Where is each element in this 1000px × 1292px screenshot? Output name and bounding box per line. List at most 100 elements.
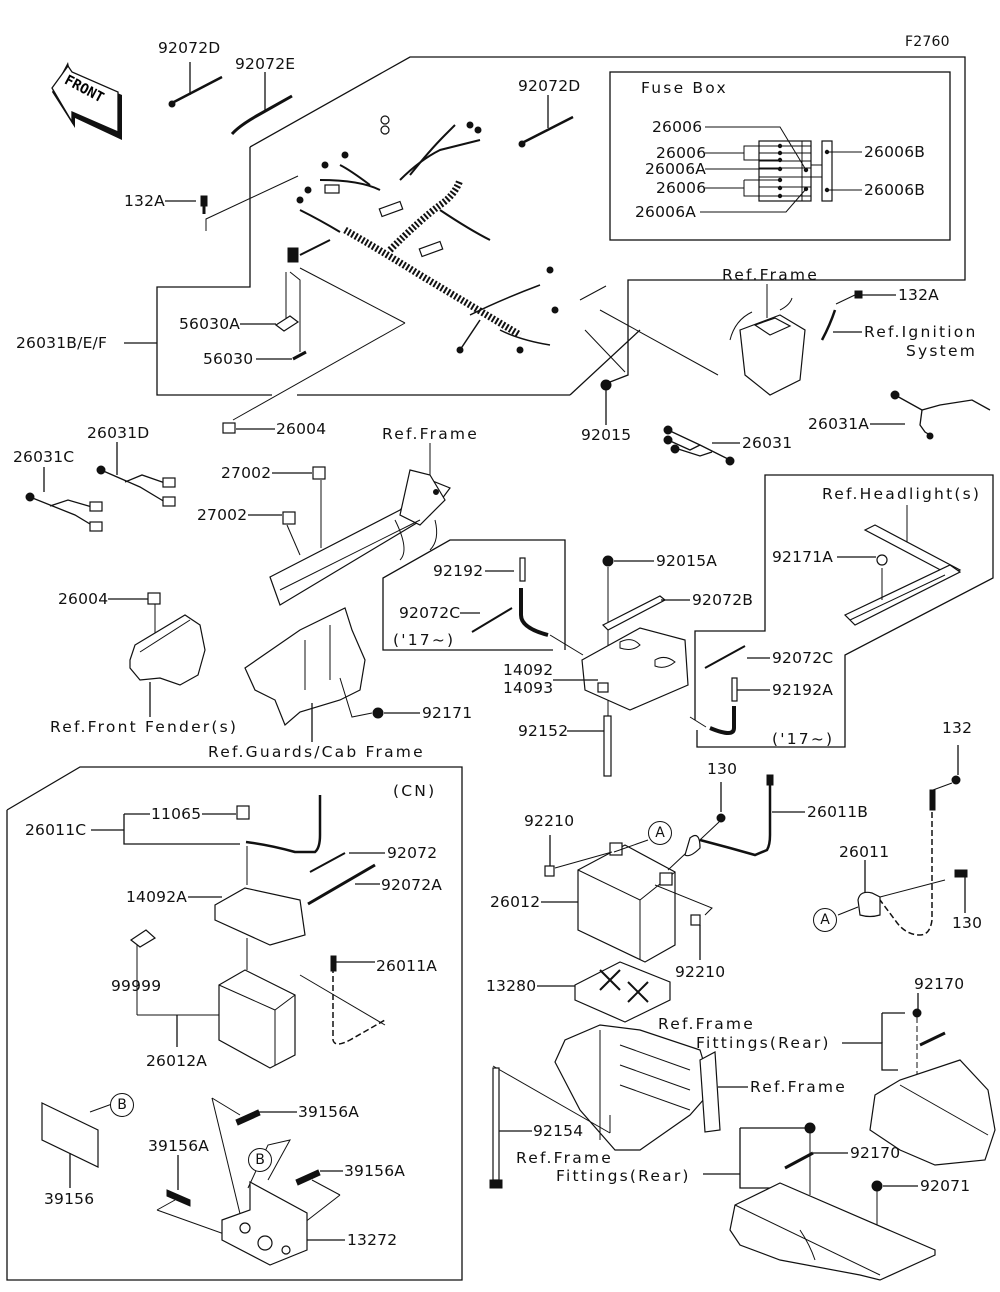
part-label-26031BEF[interactable]: 26031B/E/F — [16, 334, 108, 352]
part-label-92210[interactable]: 92210 — [675, 963, 726, 981]
fuse-label-26006A[interactable]: 26006A — [645, 160, 707, 178]
connector-26004-bottom — [108, 592, 161, 640]
ref-frame-battery-bay — [554, 1024, 748, 1151]
part-label-92192[interactable]: 92192 — [433, 562, 484, 580]
part-label-26031C[interactable]: 26031C — [13, 448, 75, 466]
part-label-92171[interactable]: 92171 — [422, 704, 473, 722]
part-label-26011[interactable]: 26011 — [839, 843, 890, 861]
part-label-56030[interactable]: 56030 — [203, 350, 254, 368]
part-label-92015A[interactable]: 92015A — [656, 552, 718, 570]
part-label-92015[interactable]: 92015 — [581, 426, 632, 444]
part-label-26012[interactable]: 26012 — [490, 893, 541, 911]
harness-outline — [156, 56, 966, 421]
figure-id: F2760 — [905, 34, 950, 50]
cable-tie-92072E — [230, 72, 293, 136]
bolt-132A-left — [165, 195, 208, 214]
part-label-26031D[interactable]: 26031D — [87, 424, 150, 442]
part-label-92072[interactable]: 92072 — [387, 844, 438, 862]
part-label-92072B[interactable]: 92072B — [692, 591, 754, 609]
part-label-27002[interactable]: 27002 — [197, 506, 248, 524]
part-label-92210[interactable]: 92210 — [524, 812, 575, 830]
part-label-27002[interactable]: 27002 — [221, 464, 272, 482]
fuse-label-26006B[interactable]: 26006B — [864, 143, 926, 161]
part-label-26011B[interactable]: 26011B — [807, 803, 869, 821]
cn-region-label: (CN) — [393, 782, 437, 800]
fuse-label-26006[interactable]: 26006 — [656, 144, 707, 162]
part-label-39156A[interactable]: 39156A — [344, 1162, 406, 1180]
part-label-26012A[interactable]: 26012A — [146, 1052, 208, 1070]
callout-B: B — [110, 1093, 134, 1117]
part-label-13272[interactable]: 13272 — [347, 1231, 398, 1249]
ref-frame-fittings-rear-top — [842, 993, 996, 1166]
part-label-26011A[interactable]: 26011A — [376, 957, 438, 975]
part-label-14092[interactable]: 14092 — [503, 661, 554, 679]
ref-frame-fittings-label: Ref.Frame — [658, 1015, 755, 1033]
part-label-92072E[interactable]: 92072E — [235, 55, 296, 73]
part-label-99999[interactable]: 99999 — [111, 977, 162, 995]
part-label-39156[interactable]: 39156 — [44, 1190, 95, 1208]
cable-tie-92072D-right — [518, 95, 574, 148]
fuse-label-26006[interactable]: 26006 — [652, 118, 703, 136]
fuse-label-26006B[interactable]: 26006B — [864, 181, 926, 199]
part-label-92152[interactable]: 92152 — [518, 722, 569, 740]
cable-26011B — [667, 774, 805, 871]
part-label-130[interactable]: 130 — [707, 760, 738, 778]
bolt-132A-right — [835, 290, 896, 305]
year-box-left — [382, 539, 584, 656]
fuse-label-26006[interactable]: 26006 — [656, 179, 707, 197]
ref-frame-label: Ref.Frame — [382, 425, 479, 443]
part-label-39156A[interactable]: 39156A — [298, 1103, 360, 1121]
ref-frame-rail-mid — [269, 443, 451, 606]
cn-region-box — [6, 766, 463, 1281]
part-label-92072A[interactable]: 92072A — [381, 876, 443, 894]
part-label-92071[interactable]: 92071 — [920, 1177, 971, 1195]
part-label-26031A[interactable]: 26031A — [808, 415, 870, 433]
part-label-92072C[interactable]: 92072C — [772, 649, 834, 667]
terminal-cover-92210-bottom — [654, 884, 713, 960]
part-label-130[interactable]: 130 — [952, 914, 983, 932]
part-label-14093[interactable]: 14093 — [503, 679, 554, 697]
part-label-92072C[interactable]: 92072C — [399, 604, 461, 622]
callout-A: A — [648, 821, 672, 845]
ref-front-fender — [129, 614, 206, 717]
ref-ignition-label: Ref.Ignition — [864, 323, 978, 341]
part-label-56030A[interactable]: 56030A — [179, 315, 241, 333]
part-label-132[interactable]: 132 — [942, 719, 973, 737]
part-label-92192A[interactable]: 92192A — [772, 681, 834, 699]
year-note-label: ('17~) — [393, 631, 456, 649]
part-label-92171A[interactable]: 92171A — [772, 548, 834, 566]
part-label-11065[interactable]: 11065 — [151, 805, 202, 823]
part-label-92072D[interactable]: 92072D — [518, 77, 581, 95]
part-label-92170[interactable]: 92170 — [850, 1144, 901, 1162]
part-label-92154[interactable]: 92154 — [533, 1122, 584, 1140]
year-box-right — [689, 474, 994, 748]
part-label-14092A[interactable]: 14092A — [126, 888, 188, 906]
fuse-box-frame — [609, 71, 951, 241]
label-56030A-part — [240, 272, 300, 332]
part-label-92170[interactable]: 92170 — [914, 975, 965, 993]
ref-frame-fittings-rear-bottom — [703, 1122, 936, 1281]
part-label-13280[interactable]: 13280 — [486, 977, 537, 995]
part-label-132A[interactable]: 132A — [898, 286, 939, 304]
sub-harness-26031 — [663, 425, 740, 466]
ref-guards-cab-frame — [244, 607, 373, 742]
part-label-132A[interactable]: 132A — [124, 192, 165, 210]
ref-headlights-label: Ref.Headlight(s) — [822, 485, 982, 503]
fuse-label-26006A[interactable]: 26006A — [635, 203, 697, 221]
front-direction-arrow-icon: FRONT — [51, 62, 122, 140]
part-label-26011C[interactable]: 26011C — [25, 821, 87, 839]
cable-26011 — [837, 745, 968, 936]
part-label-39156A[interactable]: 39156A — [148, 1137, 210, 1155]
ref-frame-fittings-label: Ref.Frame — [516, 1149, 613, 1167]
ignition-wire-ref — [820, 309, 862, 341]
ref-guards-cab-label: Ref.Guards/Cab Frame — [208, 743, 425, 761]
part-label-26004[interactable]: 26004 — [58, 590, 109, 608]
nut-92015 — [600, 379, 612, 425]
part-label-26031[interactable]: 26031 — [742, 434, 793, 452]
part-label-26004[interactable]: 26004 — [276, 420, 327, 438]
part-label-92072D[interactable]: 92072D — [158, 39, 221, 57]
sub-harness-26031A — [870, 390, 991, 440]
connector-26004-top — [222, 422, 275, 434]
battery-base-13280 — [537, 961, 671, 1023]
fuse-box-title: Fuse Box — [641, 79, 728, 97]
